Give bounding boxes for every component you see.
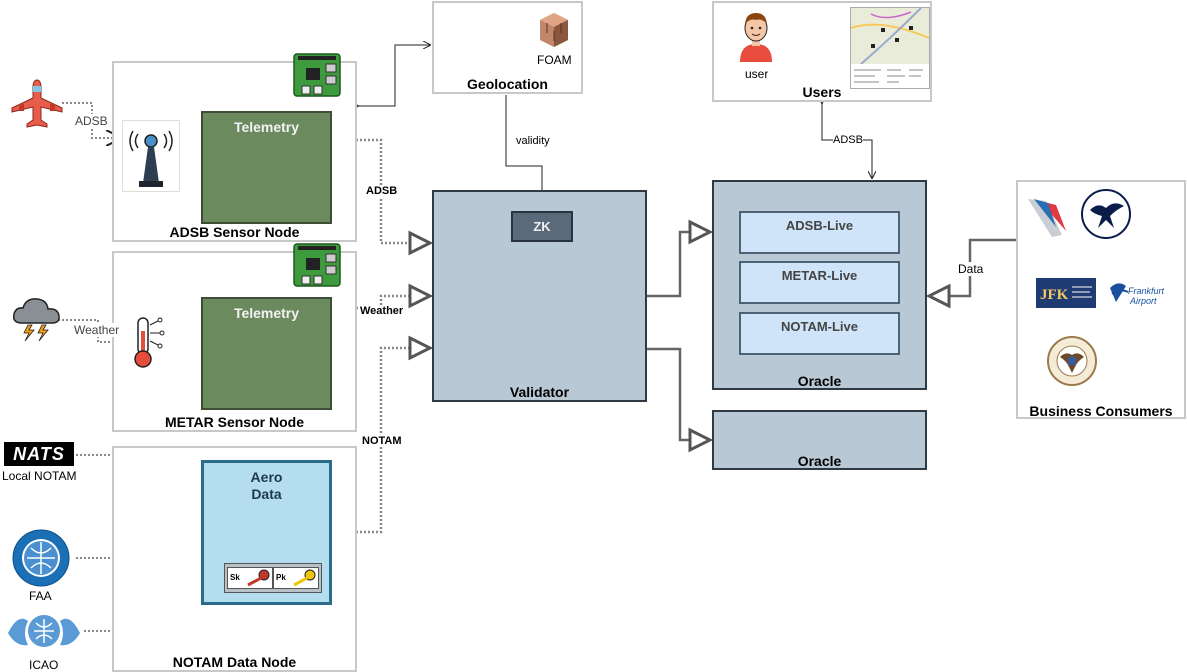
faa-label: FAA (29, 589, 52, 603)
svg-text:JFK: JFK (1040, 287, 1069, 303)
metar-live-feed[interactable]: METAR-Live (739, 261, 900, 304)
foam-label: FOAM (537, 53, 572, 67)
metar-telemetry-label: Telemetry (233, 305, 300, 321)
key-panel: Sk Pk (224, 563, 322, 593)
notam-live-label: NOTAM-Live (780, 319, 859, 334)
local-notam-label: Local NOTAM (2, 469, 77, 483)
oracle-secondary-box[interactable] (712, 410, 927, 470)
notam-live-feed[interactable]: NOTAM-Live (739, 312, 900, 355)
metar-telemetry-box[interactable]: Telemetry (201, 297, 332, 410)
adsb-live-label: ADSB-Live (785, 218, 854, 233)
jfk-logo-icon: JFK (1036, 278, 1096, 308)
line-geolocation-adsb (358, 45, 430, 106)
antenna-icon (122, 120, 180, 192)
adsb-input-label: ADSB (75, 114, 108, 128)
line-validator-oracle2 (647, 347, 710, 440)
aero-data-line2: Data (251, 486, 282, 502)
pk-label: Pk (276, 573, 286, 582)
frankfurt-airport-logo-icon: Frankfurt Airport (1106, 278, 1165, 314)
airplane-icon (10, 78, 64, 130)
zk-box[interactable]: ZK (511, 211, 573, 242)
ntsb-seal-icon (1046, 335, 1098, 387)
adsb-telemetry-box[interactable]: Telemetry (201, 111, 332, 224)
users-title: Users (802, 84, 842, 100)
raspberry-pi-icon (292, 240, 342, 290)
adsb-node-title: ADSB Sensor Node (169, 224, 300, 240)
svg-text:Frankfurt: Frankfurt (1128, 286, 1164, 296)
notam-node-title: NOTAM Data Node (172, 654, 297, 670)
data-link-label: Data (958, 262, 984, 276)
lufthansa-logo-icon (1080, 188, 1132, 240)
map-screenshot-icon (850, 7, 930, 89)
svg-text:Airport: Airport (1129, 296, 1157, 306)
users-adsb-link-label: ADSB (833, 134, 863, 146)
business-consumers-title: Business Consumers (1029, 403, 1173, 419)
aero-data-line1: Aero (250, 469, 283, 485)
foam-logo-icon (537, 11, 571, 49)
geolocation-title: Geolocation (467, 76, 548, 92)
oracle-main-title: Oracle (797, 373, 842, 389)
validator-title: Validator (509, 384, 570, 400)
user-label: user (745, 67, 769, 81)
nats-logo-icon: NATS (4, 442, 74, 466)
storm-cloud-icon (10, 295, 64, 343)
pk-key[interactable]: Pk (273, 567, 319, 589)
faa-logo-icon (7, 528, 75, 588)
adsb-telemetry-label: Telemetry (233, 119, 300, 135)
key-icon (293, 569, 316, 587)
weather-input-label: Weather (74, 323, 120, 337)
adsb-live-feed[interactable]: ADSB-Live (739, 211, 900, 254)
line-validator-oracle (647, 232, 710, 298)
adsb-link-label: ADSB (366, 185, 398, 197)
user-avatar-icon (736, 10, 776, 62)
zk-label: ZK (533, 219, 551, 234)
sk-key[interactable]: Sk (227, 567, 273, 589)
metar-live-label: METAR-Live (781, 268, 858, 283)
aero-data-box[interactable]: Aero Data Sk Pk (201, 460, 332, 605)
notam-link-label: NOTAM (362, 435, 402, 447)
oracle-secondary-title: Oracle (797, 453, 842, 469)
raspberry-pi-icon (292, 50, 342, 100)
weather-link-label: Weather (360, 305, 404, 317)
validity-link-label: validity (516, 135, 550, 147)
american-airlines-logo-icon (1026, 191, 1076, 239)
icao-label: ICAO (29, 658, 59, 672)
key-icon (247, 569, 270, 587)
icao-logo-icon (4, 607, 84, 655)
thermometer-icon (132, 315, 166, 369)
metar-node-title: METAR Sensor Node (165, 414, 304, 430)
sk-label: Sk (230, 573, 240, 582)
